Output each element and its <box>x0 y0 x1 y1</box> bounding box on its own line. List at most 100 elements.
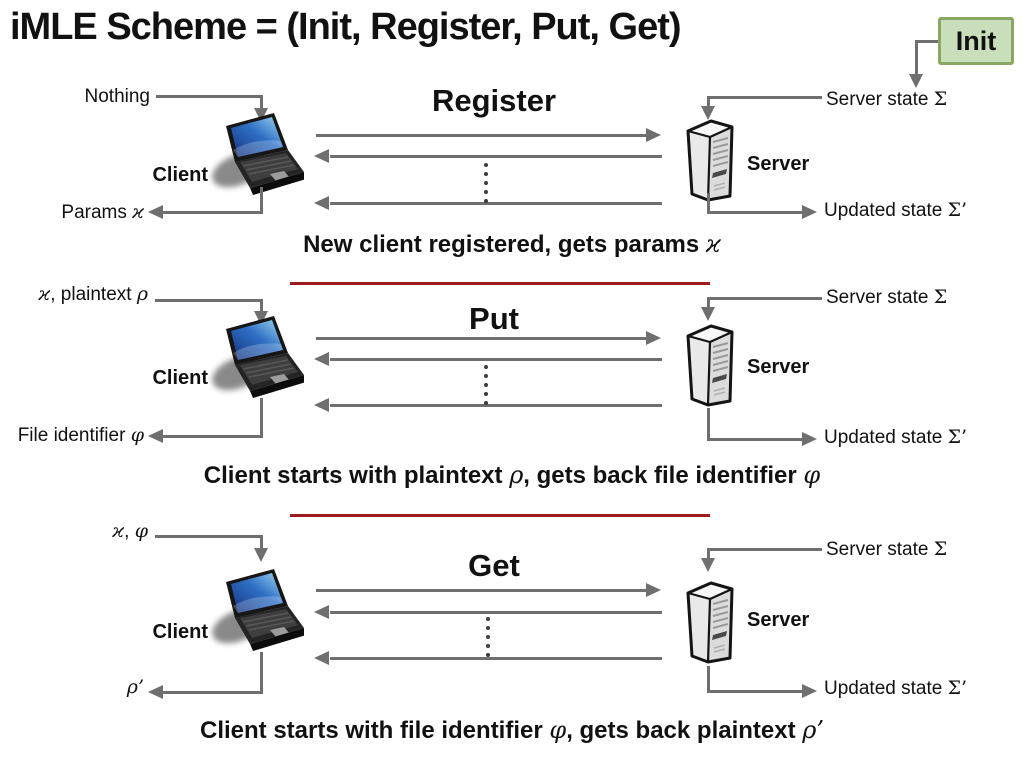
section-heading-register: Register <box>431 83 557 118</box>
updated-state-label: Updated state Σ’ <box>824 677 968 699</box>
ellipsis-dot <box>486 626 490 630</box>
connector-line <box>915 40 938 43</box>
ellipsis-dot <box>484 172 488 176</box>
section-caption: Client starts with file identifier φ, ge… <box>199 716 825 744</box>
client-input-label: Nothing <box>84 86 151 107</box>
connector-line <box>260 652 263 693</box>
init-shape: Init <box>938 17 1014 65</box>
connector-line <box>710 211 805 214</box>
connector-line <box>707 408 710 441</box>
server-tower-icon <box>681 319 739 409</box>
laptop-client-icon <box>208 313 304 405</box>
connector-line <box>158 691 263 694</box>
ellipsis-dot <box>486 653 490 657</box>
section-heading-put: Put <box>469 301 519 336</box>
connector-line <box>710 297 822 300</box>
server-state-label: Server state Σ <box>826 88 948 110</box>
message-arrow-line <box>330 611 662 614</box>
message-arrow-line <box>316 134 648 137</box>
connector-line <box>707 548 710 561</box>
ellipsis-dot <box>484 392 488 396</box>
connector-line <box>710 96 822 99</box>
updated-state-label: Updated state Σ’ <box>824 426 968 448</box>
connector-line <box>707 193 710 214</box>
connector-line <box>155 299 263 302</box>
ellipsis-dot <box>484 383 488 387</box>
laptop-client-icon <box>208 566 304 658</box>
ellipsis-dot <box>484 374 488 378</box>
ellipsis-dot <box>484 365 488 369</box>
connector-line <box>260 535 263 552</box>
client-input-label: ϰ, plaintext ρ <box>38 283 148 305</box>
connector-line <box>710 690 805 693</box>
arrowhead-right-icon <box>646 583 661 597</box>
arrowhead-left-icon <box>314 605 329 619</box>
connector-line <box>156 95 263 98</box>
arrowhead-down-icon <box>701 558 715 572</box>
ellipsis-dot <box>484 401 488 405</box>
init-label: Init <box>955 26 997 56</box>
ellipsis-dot <box>484 190 488 194</box>
ellipsis-dot <box>486 617 490 621</box>
client-input-label: ϰ, φ <box>112 520 148 542</box>
arrowhead-right-icon <box>646 331 661 345</box>
connector-line <box>710 438 805 441</box>
ellipsis-dot <box>484 199 488 203</box>
message-arrow-line <box>330 202 662 205</box>
ellipsis-dot <box>484 163 488 167</box>
arrowhead-down-icon <box>701 307 715 321</box>
client-label: Client <box>152 367 208 389</box>
message-arrow-line <box>330 155 662 158</box>
arrowhead-left-icon <box>148 205 163 219</box>
connector-line <box>260 95 263 112</box>
client-output-label: File identifier φ <box>17 424 144 446</box>
connector-line <box>260 187 263 214</box>
connector-line <box>260 299 263 315</box>
ellipsis-dot <box>484 181 488 185</box>
client-label: Client <box>152 621 208 643</box>
arrowhead-left-icon <box>314 352 329 366</box>
arrowhead-left-icon <box>314 196 329 210</box>
arrowhead-left-icon <box>314 398 329 412</box>
client-output-label: Params ϰ <box>61 201 144 223</box>
connector-line <box>707 297 710 310</box>
server-label: Server <box>747 356 810 378</box>
arrowhead-down-icon <box>254 548 268 562</box>
ellipsis-dot <box>486 635 490 639</box>
arrowhead-right-icon <box>802 205 817 219</box>
arrowhead-right-icon <box>646 128 661 142</box>
server-tower-icon <box>681 576 739 666</box>
message-arrow-line <box>330 404 662 407</box>
laptop-client-icon <box>208 110 304 202</box>
message-arrow-line <box>316 337 648 340</box>
message-arrow-line <box>316 589 648 592</box>
connector-line <box>260 398 263 437</box>
server-tower-icon <box>681 114 739 204</box>
server-state-label: Server state Σ <box>826 286 948 308</box>
arrowhead-left-icon <box>314 651 329 665</box>
connector-line <box>707 666 710 693</box>
connector-line <box>155 535 263 538</box>
connector-line <box>707 96 710 109</box>
red-divider <box>290 282 710 285</box>
client-output-label: ρ’ <box>126 676 144 698</box>
arrowhead-left-icon <box>314 149 329 163</box>
server-label: Server <box>747 609 810 631</box>
arrowhead-left-icon <box>148 429 163 443</box>
updated-state-label: Updated state Σ’ <box>824 199 968 221</box>
connector-line <box>158 435 263 438</box>
arrowhead-right-icon <box>802 432 817 446</box>
connector-line <box>158 211 263 214</box>
slide-title: iMLE Scheme = (Init, Register, Put, Get) <box>10 6 682 48</box>
message-arrow-line <box>330 358 662 361</box>
arrowhead-down-icon <box>701 106 715 120</box>
server-label: Server <box>747 153 810 175</box>
connector-line <box>710 548 822 551</box>
section-caption: Client starts with plaintext ρ, gets bac… <box>203 461 821 489</box>
message-arrow-line <box>330 657 662 660</box>
arrowhead-down-icon <box>909 74 923 88</box>
section-heading-get: Get <box>468 548 520 583</box>
connector-line <box>915 40 918 76</box>
ellipsis-dot <box>486 644 490 648</box>
